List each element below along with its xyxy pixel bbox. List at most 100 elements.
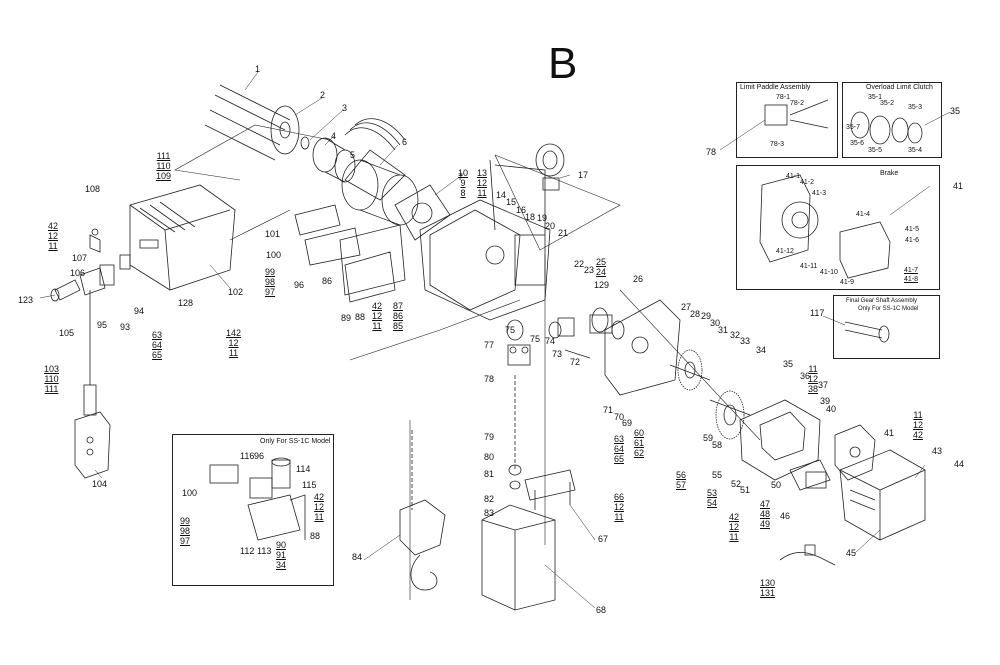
callout-78-inset: 78 [706, 147, 717, 157]
callout-4: 4 [331, 131, 337, 141]
callout-82: 82 [484, 494, 495, 504]
stack-103-110-111: 103 110 111 [44, 364, 59, 394]
stack-56-57: 56 57 [676, 470, 686, 490]
stack-item: 142 [226, 328, 242, 338]
callout-81: 81 [484, 469, 495, 479]
callout-102: 102 [228, 287, 244, 297]
stack-item: 42 [913, 430, 924, 440]
stack-42-12-11-mid: 42 12 11 [372, 301, 382, 331]
stack-item: 49 [760, 519, 771, 529]
stack-item: 103 [44, 364, 60, 374]
stack-item: 12 [477, 178, 488, 188]
stack-11-12-38: 11 12 38 [808, 364, 818, 394]
callout-39: 39 [820, 396, 831, 406]
callout-80: 80 [484, 452, 495, 462]
stack-11-12-42: 11 12 42 [913, 410, 923, 440]
callout-31: 31 [718, 325, 729, 335]
inset-final-gear-box [833, 295, 940, 359]
callout-35-main: 35 [783, 359, 794, 369]
part-1-tie-rods [204, 84, 291, 161]
stack-item: 11 [314, 512, 324, 522]
part-46-bracket [789, 459, 831, 491]
callout-35-4: 35-4 [908, 147, 923, 154]
stack-item: 61 [634, 438, 645, 448]
stack-item: 97 [265, 287, 276, 297]
callout-2: 2 [320, 90, 326, 100]
callout-84: 84 [352, 552, 363, 562]
stack-42-12-11-inset: 42 12 11 [314, 492, 324, 522]
callout-22: 22 [574, 259, 585, 269]
stack-item: 110 [44, 374, 59, 384]
stack-item: 12 [372, 311, 383, 321]
load-chain [411, 375, 522, 510]
stack-item: 110 [156, 161, 171, 171]
part-104-pendant-control [74, 290, 111, 479]
callout-35-7: 35-7 [846, 124, 861, 131]
callout-46: 46 [780, 511, 791, 521]
callout-5: 5 [350, 150, 356, 160]
stack-item: 24 [596, 267, 607, 277]
stack-item: 63 [614, 434, 625, 444]
callout-128: 128 [178, 298, 194, 308]
leader-lines [39, 71, 951, 609]
callout-72: 72 [570, 357, 581, 367]
stack-item: 11 [228, 348, 239, 358]
part-44-end-cover [839, 449, 926, 541]
stack-item: 91 [276, 550, 287, 560]
stack-item: 130 [760, 578, 776, 588]
stack-item: 97 [180, 536, 191, 546]
stack-item: 42 [314, 492, 325, 502]
part-26-gear-plate [591, 299, 681, 396]
callout-100-main: 100 [266, 250, 282, 260]
stack-item: 11 [614, 512, 624, 522]
stack-item: 131 [760, 588, 776, 598]
stack-item: 54 [707, 498, 718, 508]
callout-52: 52 [731, 479, 742, 489]
stack-142-12-11: 142 12 11 [226, 328, 241, 358]
stack-111-110-109: 111 110 109 [156, 151, 171, 181]
callout-29: 29 [701, 311, 712, 321]
stack-item: 12 [614, 502, 625, 512]
stack-item: 60 [634, 428, 645, 438]
callout-71: 71 [603, 405, 614, 415]
stack-item: 98 [265, 277, 276, 287]
stack-item: 63 [152, 330, 163, 340]
callout-28: 28 [690, 309, 701, 319]
section-letter: B [548, 39, 578, 88]
stack-53-54: 53 54 [707, 488, 717, 508]
inset-limit-paddle-box [736, 82, 838, 158]
stack-item: 11 [913, 410, 923, 420]
callout-41-main: 41 [884, 428, 895, 438]
callout-55: 55 [712, 470, 723, 480]
part-67-chain-bag-bracket [524, 469, 576, 510]
callout-41-3: 41-3 [812, 190, 827, 197]
stack-item: 53 [707, 488, 718, 498]
cable-gland-parts [50, 228, 131, 302]
callout-123: 123 [18, 295, 34, 305]
callout-78-main: 78 [484, 374, 495, 384]
callout-112: 112 [240, 546, 255, 556]
callout-41-2: 41-2 [800, 179, 815, 186]
part-84-hook-block [399, 499, 446, 591]
callout-35-1: 35-1 [868, 94, 883, 101]
callout-93: 93 [120, 322, 131, 332]
inset-overload-box [842, 82, 942, 158]
inset-limit-paddle-title: Limit Paddle Assembly [740, 84, 811, 91]
callout-34: 34 [756, 345, 767, 355]
callout-43: 43 [932, 446, 943, 456]
callout-41-11: 41-11 [800, 263, 818, 270]
callout-26: 26 [633, 274, 644, 284]
stack-63-64-65-left: 63 64 65 [152, 330, 162, 360]
callout-79: 79 [484, 432, 495, 442]
stack-item: 10 [458, 168, 469, 178]
callout-6: 6 [402, 137, 408, 147]
stack-item: 42 [729, 512, 740, 522]
callout-35-2: 35-2 [880, 100, 895, 107]
stack-item: 65 [614, 454, 625, 464]
stack-25-24: 25 24 [596, 257, 606, 277]
stack-item: 12 [228, 338, 239, 348]
stack-item: 111 [156, 151, 171, 161]
callout-41-10: 41-10 [820, 269, 838, 276]
stack-item: 85 [393, 321, 404, 331]
